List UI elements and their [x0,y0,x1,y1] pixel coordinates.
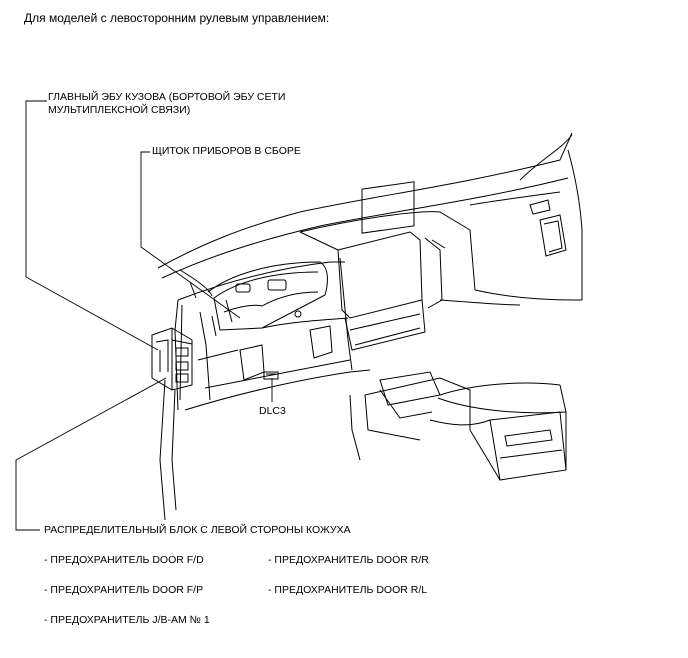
leader-combination-meter [141,152,240,318]
dashboard-upper-outline [158,133,582,300]
diagram-header: Для моделей с левосторонним рулевым упра… [24,11,330,25]
main-body-ecu [152,328,192,390]
dlc3-label: DLC3 [259,405,286,417]
fuse-door-rl: - ПРЕДОХРАНИТЕЛЬ DOOR R/L [268,584,428,596]
fuse-jb-am1: - ПРЕДОХРАНИТЕЛЬ J/B-AM № 1 [44,614,210,626]
combination-meter [208,262,327,336]
center-stack [300,182,475,350]
fuse-door-fd: - ПРЕДОХРАНИТЕЛЬ DOOR F/D [44,554,204,566]
junction-block-label: РАСПРЕДЕЛИТЕЛЬНЫЙ БЛОК С ЛЕВОЙ СТОРОНЫ К… [44,524,351,536]
dashboard-body [160,258,370,520]
combination-meter-label: ЩИТОК ПРИБОРОВ В СБОРЕ [152,145,301,157]
leader-main-ecu [26,101,158,350]
center-console [365,372,566,480]
fuse-door-rr: - ПРЕДОХРАНИТЕЛЬ DOOR R/R [268,554,429,566]
a-pillar [180,270,212,298]
leader-junction-block [16,378,166,530]
main-ecu-label-line1: ГЛАВНЫЙ ЭБУ КУЗОВА (БОРТОВОЙ ЭБУ СЕТИ [48,91,286,103]
main-ecu-label-line2: МУЛЬТИПЛЕКСНОЙ СВЯЗИ) [48,104,191,116]
right-dash-side [440,200,582,305]
fuse-door-fp: - ПРЕДОХРАНИТЕЛЬ DOOR F/P [44,584,204,596]
leader-lines [16,101,272,530]
dlc3-connector [264,372,278,379]
display-screen [362,182,414,233]
